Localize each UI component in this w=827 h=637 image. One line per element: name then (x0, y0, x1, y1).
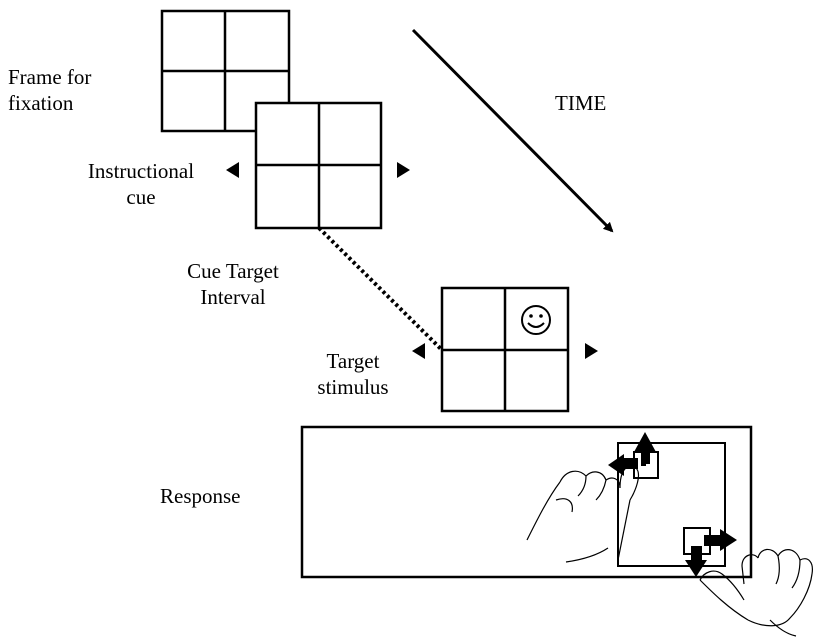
left-arrow-icon (226, 162, 239, 178)
target-stimulus-frame (440, 286, 570, 413)
left-arrow-icon (412, 343, 425, 359)
time-arrow (411, 28, 614, 233)
time-label: TIME (555, 91, 607, 115)
frame-for-fixation-label: Frame for fixation (8, 65, 92, 115)
smiley-face-icon (521, 305, 551, 335)
cue-target-interval-line (317, 226, 444, 352)
cue-target-interval-label: Cue Target Interval (187, 259, 279, 309)
response-touch-lower (683, 527, 737, 577)
hand-icon (526, 465, 640, 563)
right-arrow-icon (397, 162, 410, 178)
hand-icon (699, 548, 813, 637)
response-panel (300, 425, 753, 579)
target-stimulus-label: Target stimulus (317, 349, 389, 399)
right-arrow-icon (585, 343, 598, 359)
instructional-cue-frame (254, 101, 383, 230)
response-label: Response (160, 484, 241, 508)
instructional-cue-label: Instructional cue (87, 159, 195, 209)
